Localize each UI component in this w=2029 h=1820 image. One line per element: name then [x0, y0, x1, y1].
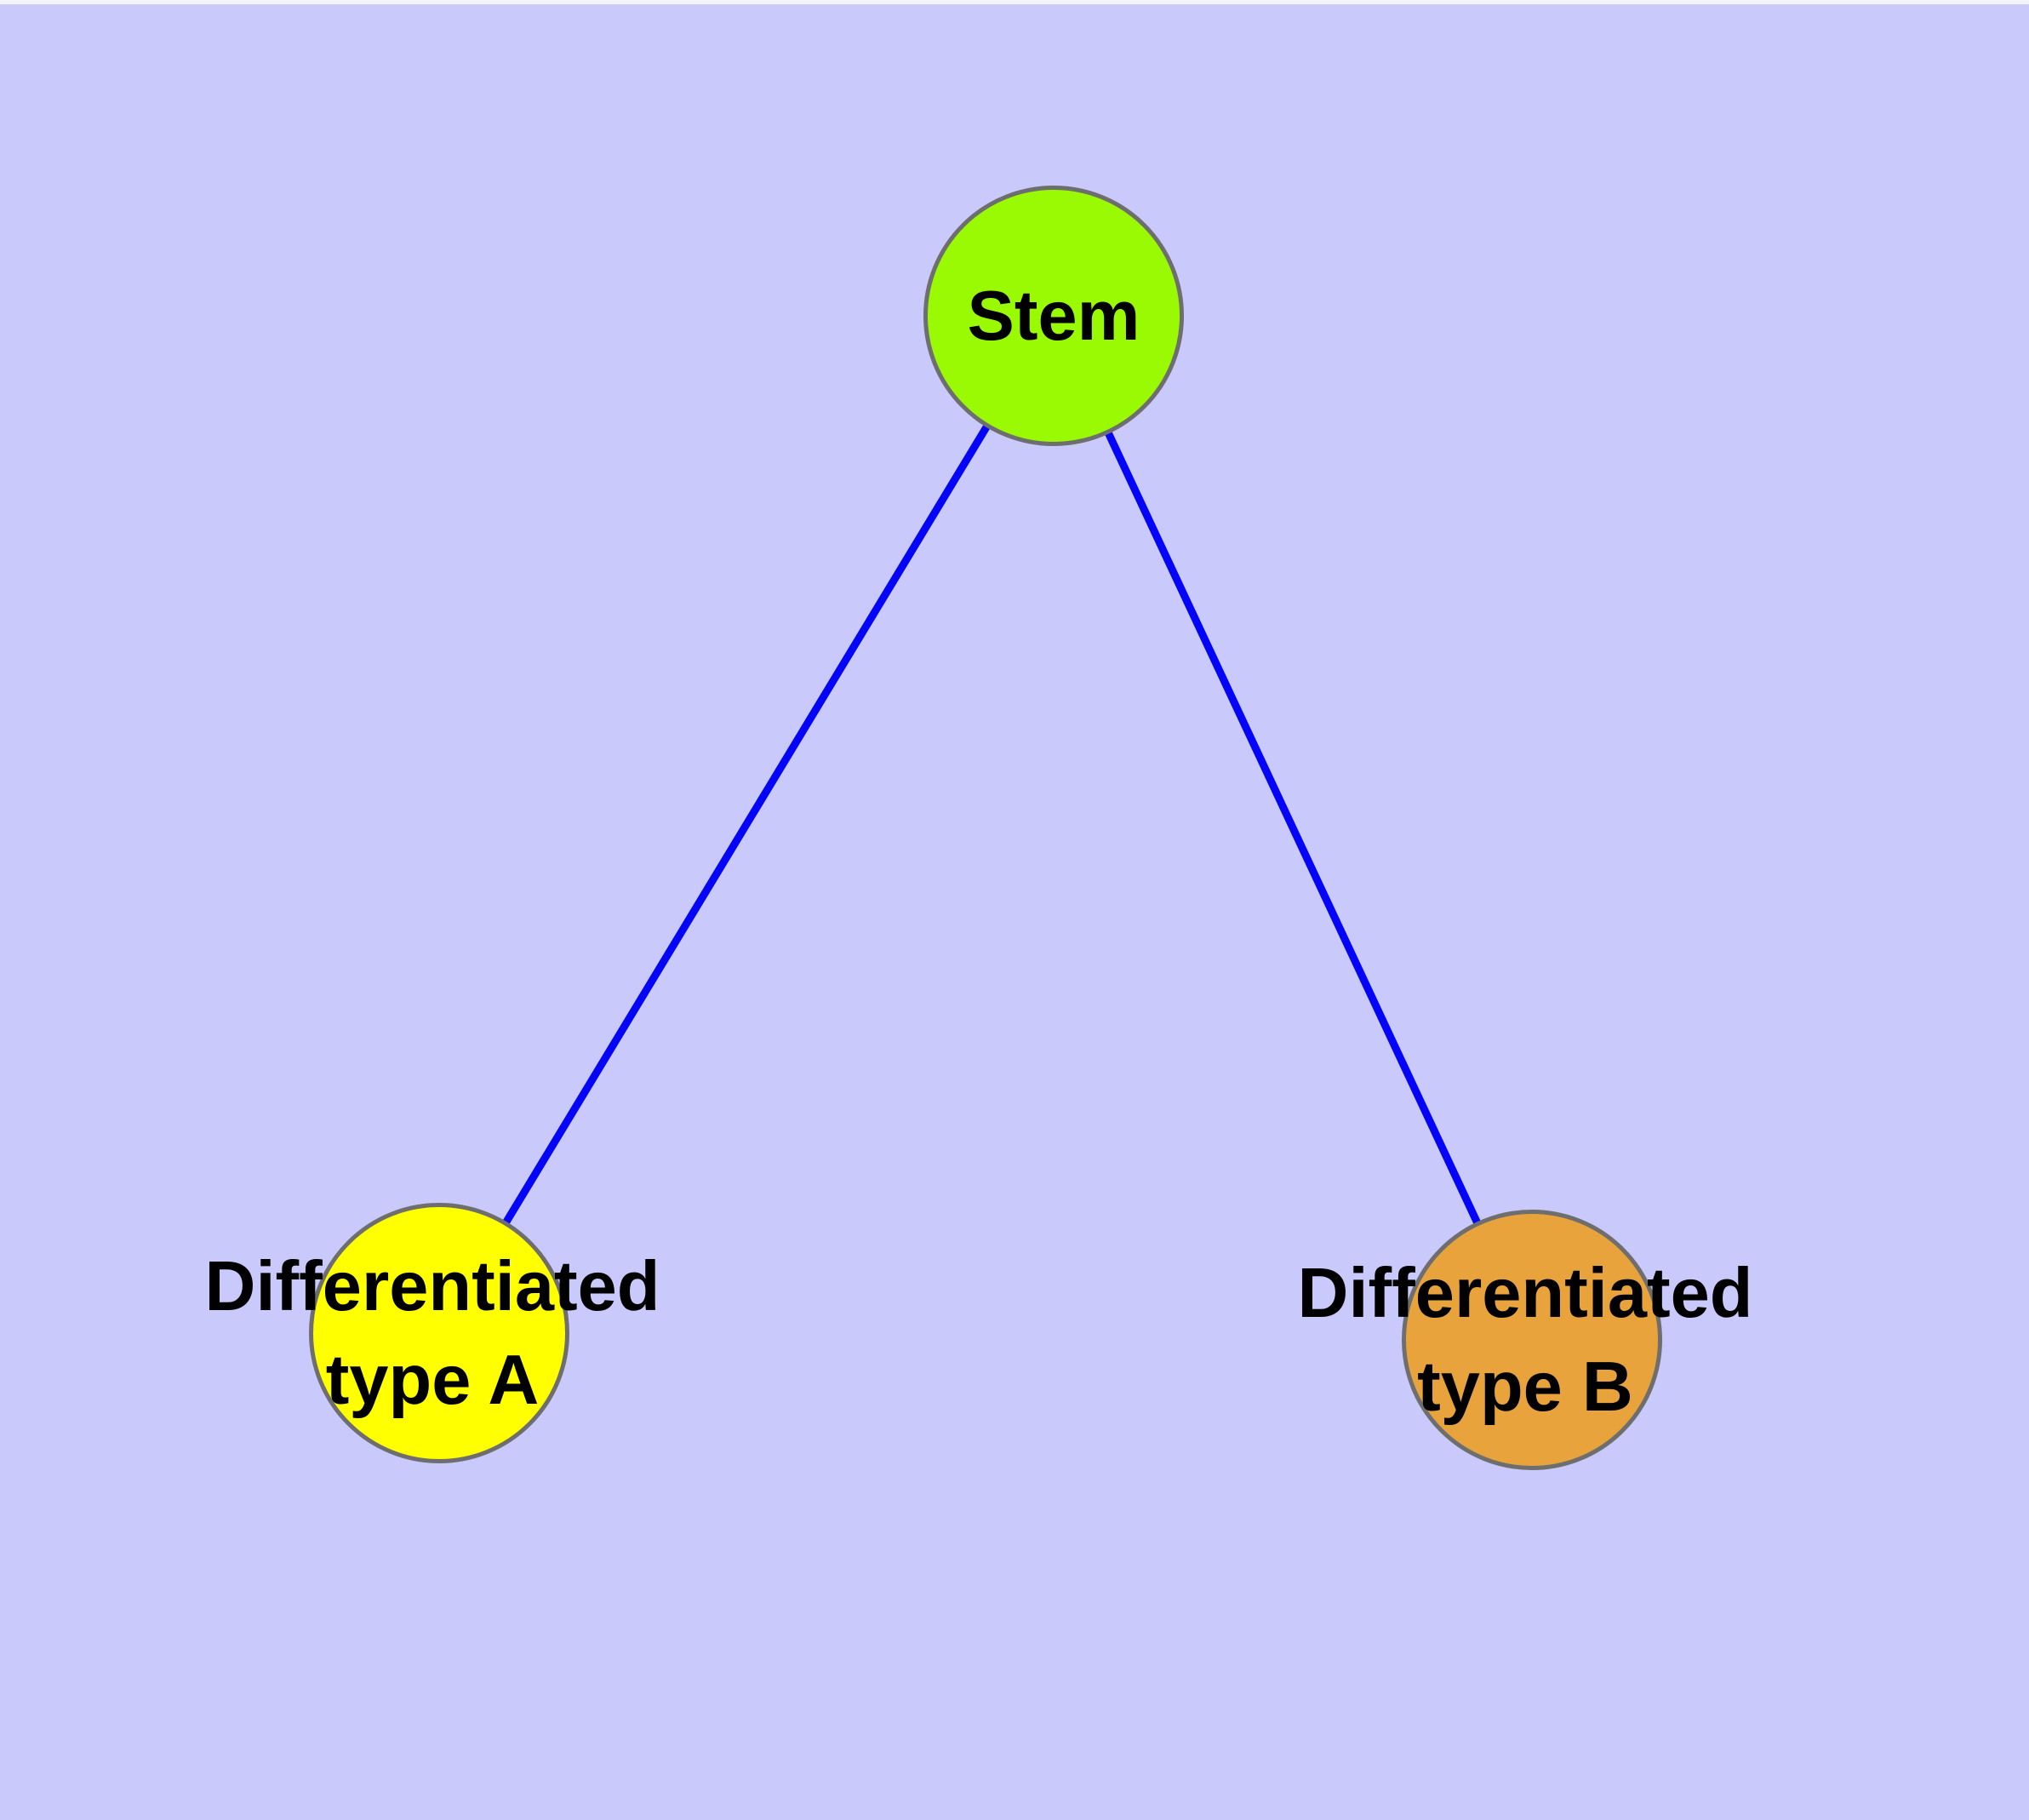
- edge-stem-to-type-a: [436, 313, 1057, 1336]
- node-stem[interactable]: Stem: [923, 186, 1184, 446]
- node-differentiated-type-a[interactable]: [309, 1203, 569, 1463]
- node-differentiated-type-b[interactable]: [1402, 1210, 1662, 1470]
- node-stem-label: Stem: [967, 275, 1140, 355]
- window-top-edge: [0, 0, 2029, 5]
- node-differentiated-type-a-label: Differentiated type A: [204, 1246, 660, 1420]
- edge-stem-to-type-b: [1049, 314, 1536, 1342]
- node-differentiated-type-b-label: Differentiated type B: [1297, 1253, 1753, 1427]
